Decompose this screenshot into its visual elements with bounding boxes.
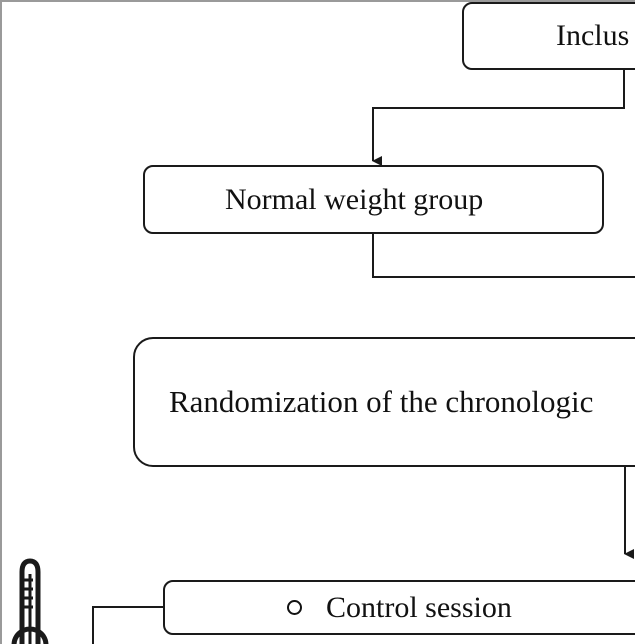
circle-bullet-icon (287, 600, 302, 615)
connector-inclusion-to-normal (372, 70, 625, 166)
randomization-node: Randomization of the chronologic (133, 337, 635, 467)
normal-weight-group-node: Normal weight group (143, 165, 604, 234)
normal-weight-group-label: Normal weight group (225, 182, 484, 216)
connector-control-left (92, 606, 163, 644)
connector-normal-outgoing (372, 234, 635, 278)
control-session-label: Control session (326, 590, 512, 624)
inclusion-node: Inclus (462, 2, 635, 70)
thermometer-icon (11, 558, 49, 644)
randomization-label: Randomization of the chronologic (169, 384, 594, 419)
inclusion-label: Inclus (556, 19, 630, 52)
control-session-node: Control session (163, 580, 635, 635)
